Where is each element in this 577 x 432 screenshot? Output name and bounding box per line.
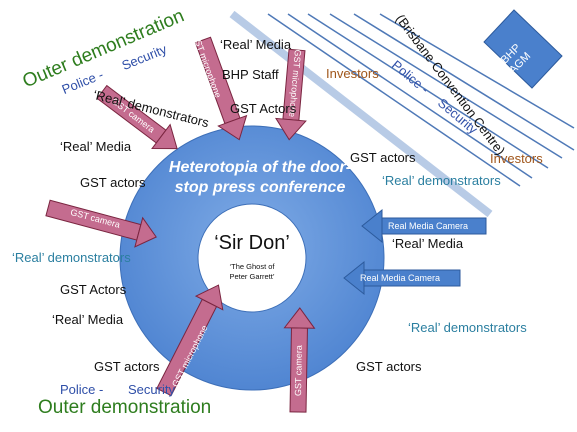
real-media-left: ‘Real’ Media [60,139,132,154]
heterotopia-title-line2: stop press conference [174,179,346,196]
gst-actors-right: GST actors [350,150,416,165]
real-media-right: ‘Real’ Media [392,236,464,251]
boundary-line [329,13,563,159]
real-demonstrators-right: ‘Real’ demonstrators [382,173,501,188]
sir-don-subtitle-line1: ‘The Ghost of [229,262,275,271]
boundary-line [307,13,549,169]
boundary-line [229,10,493,218]
gst-microphone-top2-arrow [275,48,307,141]
gst-actors-bottom-right: GST actors [356,359,422,374]
real-media-left2: ‘Real’ Media [52,312,124,327]
arrow-label-real-media-camera-1: Real Media Camera [388,221,469,231]
boundary-line [287,13,533,179]
gst-actors-bottom-left: GST actors [94,359,160,374]
sir-don-title: ‘Sir Don’ [214,232,290,254]
heterotopia-title-line1: Heterotopia of the door- [168,159,352,176]
bhp-staff: BHP Staff [222,67,279,82]
police-bottom: Police - [60,382,104,397]
boundary-line [379,13,575,129]
gst-camera-left-arrow [45,199,157,248]
investors-right: Investors [490,151,543,166]
sir-don-center [197,203,307,313]
boundary-line [353,13,575,151]
real-demonstrators-left: ‘Real’ demonstrators [12,250,131,265]
real-demonstrators-right2: ‘Real’ demonstrators [408,320,527,335]
real-media-camera-2-arrow [343,260,461,296]
outer-demonstration-bottom: Outer demonstration [38,397,212,418]
bhp-agm-diamond [483,9,563,89]
arrow-label-gst-camera-bottom: GST camera [293,345,304,397]
gst-actors-left: GST actors [80,175,146,190]
security-bottom: Security [128,382,175,397]
sir-don-subtitle-line2: Peter Garrett’ [229,271,275,281]
building-boundary-lines [229,10,575,218]
arrow-label-real-media-camera-2: Real Media Camera [360,273,441,283]
sir-don-subtitle: ‘The Ghost of Peter Garrett’ [207,262,297,282]
heterotopia-title: Heterotopia of the door- stop press conf… [150,158,370,198]
gst-microphone-bottom-arrow [156,284,224,397]
boundary-line [267,13,521,187]
gst-actors-top: GST Actors [230,101,297,116]
real-media-camera-1-arrow [361,208,487,244]
gst-camera-bottom-arrow [283,307,316,413]
gst-microphone-top-arrow [194,36,248,141]
gst-camera-top-arrow [96,84,178,150]
gst-actors-left2: GST Actors [60,282,127,297]
investors-top: Investors [326,66,379,81]
real-media-top: ‘Real’ Media [220,37,292,52]
